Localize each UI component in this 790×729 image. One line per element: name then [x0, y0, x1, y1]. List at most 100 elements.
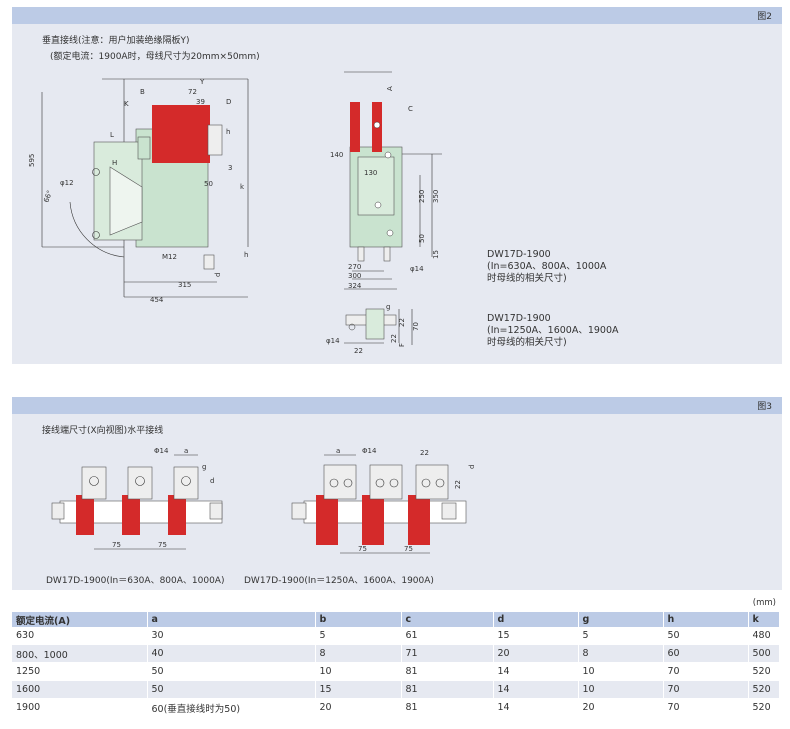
fig3-left-drawing: Φ14 a g d 75 75 — [51, 447, 223, 550]
fig3-header: 图3 — [12, 397, 782, 414]
dim-phi14-left: Φ14 — [154, 447, 169, 455]
dim-324: 324 — [348, 282, 362, 290]
table-cell: 70 — [663, 698, 749, 717]
fig2-title: 垂直接线(注意：用户加装绝缘隔板Y) — [42, 36, 190, 46]
col-g: g — [578, 612, 664, 627]
dim-70: 70 — [412, 322, 420, 331]
dim-140: 140 — [330, 151, 343, 159]
dim-454: 454 — [150, 296, 164, 304]
fig2-detail: g 22 F 22 70 φ14 22 — [326, 303, 420, 355]
fig2-panel: 图2 垂直接线(注意：用户加装绝缘隔板Y) (额定电流：1900A时，母线尺寸为… — [12, 7, 782, 364]
dim-22b: 22 — [390, 334, 398, 343]
busbar-tab — [127, 466, 153, 500]
dim-72: 72 — [188, 88, 197, 96]
dim-270: 270 — [348, 263, 361, 271]
dim-A: A — [386, 86, 394, 91]
dim-h1: h — [226, 128, 230, 136]
dim-d: d — [214, 273, 222, 277]
busbar-tab — [81, 466, 107, 500]
table-cell: 81 — [401, 662, 494, 681]
table-cell: 520 — [748, 698, 780, 717]
dim-phi14-right: Φ14 — [362, 447, 377, 455]
busbar-side — [152, 105, 210, 163]
table-cell: 14 — [493, 680, 579, 699]
busbar-front-1 — [350, 102, 360, 152]
table-cell: 5 — [315, 627, 402, 645]
table-cell: 50 — [147, 680, 316, 699]
dim-75a-right: 75 — [358, 545, 367, 553]
table-cell: 800、1000 — [12, 644, 148, 663]
col-c: c — [401, 612, 494, 627]
table-cell: 480 — [748, 627, 780, 645]
dim-phi14: φ14 — [410, 265, 424, 273]
dim-C: C — [408, 105, 413, 113]
dim-66deg: 66° — [42, 189, 54, 203]
fig2-header: 图2 — [12, 7, 782, 24]
dim-22a: 22 — [398, 318, 406, 327]
dim-595: 595 — [28, 154, 36, 167]
dim-75b-left: 75 — [158, 541, 167, 549]
busbar-tab — [415, 464, 449, 500]
col-d: d — [493, 612, 579, 627]
dim-75b-right: 75 — [404, 545, 413, 553]
table-cell: 60 — [663, 644, 749, 663]
table-cell: 40 — [147, 644, 316, 663]
table-cell: 14 — [493, 662, 579, 681]
model-note-2: DW17D-1900 (In=1250A、1600A、1900A 时母线的相关尺… — [487, 313, 619, 349]
model-note-1: DW17D-1900 (In=630A、800A、1000A 时母线的相关尺寸) — [487, 249, 606, 285]
fig2-subtitle: (额定电流：1900A时，母线尺寸为20mm×50mm) — [50, 52, 260, 62]
table-cell: 70 — [663, 680, 749, 699]
model-note-1-line1: DW17D-1900 — [487, 249, 551, 260]
busbar-tab — [369, 464, 403, 500]
fig3-right-caption: DW17D-1900(In＝1250A、1600A、1900A) — [244, 576, 434, 586]
dim-phi12: φ12 — [60, 179, 74, 187]
table-cell: 81 — [401, 698, 494, 717]
table-cell: 20 — [315, 698, 402, 717]
busbar-tab — [173, 466, 199, 500]
dim-F: F — [398, 343, 406, 347]
table-cell: 50 — [147, 662, 316, 681]
fig2-side-view: Y B 72 39 D K L h 595 H φ12 66° 50 3 k M… — [28, 78, 248, 304]
table-cell: 520 — [748, 662, 780, 681]
table-cell: 50 — [663, 627, 749, 645]
fig2-label: 图2 — [757, 12, 772, 22]
table-header-row: 额定电流(A) a b c d g h k — [12, 612, 780, 627]
table-cell: 520 — [748, 680, 780, 699]
col-b: b — [315, 612, 402, 627]
fig3-title: 接线端尺寸(X向视图)水平接线 — [42, 426, 164, 436]
dim-130: 130 — [364, 169, 377, 177]
table-cell: 20 — [578, 698, 664, 717]
col-rated-current: 额定电流(A) — [12, 612, 148, 627]
col-h: h — [663, 612, 749, 627]
dim-K: K — [124, 100, 129, 108]
model-note-2-line2: (In=1250A、1600A、1900A — [487, 325, 619, 336]
table-cell: 5 — [578, 627, 664, 645]
table-cell: 71 — [401, 644, 494, 663]
table-cell: 60(垂直接线时为50) — [147, 698, 316, 717]
dim-B: B — [140, 88, 145, 96]
model-note-1-line2: (In=630A、800A、1000A — [487, 261, 607, 272]
dim-g-left: g — [202, 463, 206, 471]
dim-22a-right: 22 — [420, 449, 429, 457]
dim-d-left: d — [210, 477, 214, 485]
dim-315: 315 — [178, 281, 191, 289]
table-cell: 500 — [748, 644, 780, 663]
dim-phi14-detail: φ14 — [326, 337, 340, 345]
dim-Y: Y — [199, 78, 205, 86]
dim-22c: 22 — [354, 347, 363, 355]
fig2-front-view: A C 140 130 250 350 50 15 φ14 270 300 32… — [330, 71, 442, 290]
table-cell: 15 — [315, 680, 402, 699]
fig3-label: 图3 — [757, 402, 772, 412]
table-cell: 81 — [401, 680, 494, 699]
table-cell: 14 — [493, 698, 579, 717]
dim-a-right: a — [336, 447, 340, 455]
model-note-2-line1: DW17D-1900 — [487, 313, 551, 324]
model-note-2-line3: 时母线的相关尺寸) — [487, 337, 567, 348]
table-cell: 8 — [315, 644, 402, 663]
table-cell: 1900 — [12, 698, 148, 717]
dim-350: 350 — [432, 190, 440, 203]
dim-h2: h — [244, 251, 248, 259]
